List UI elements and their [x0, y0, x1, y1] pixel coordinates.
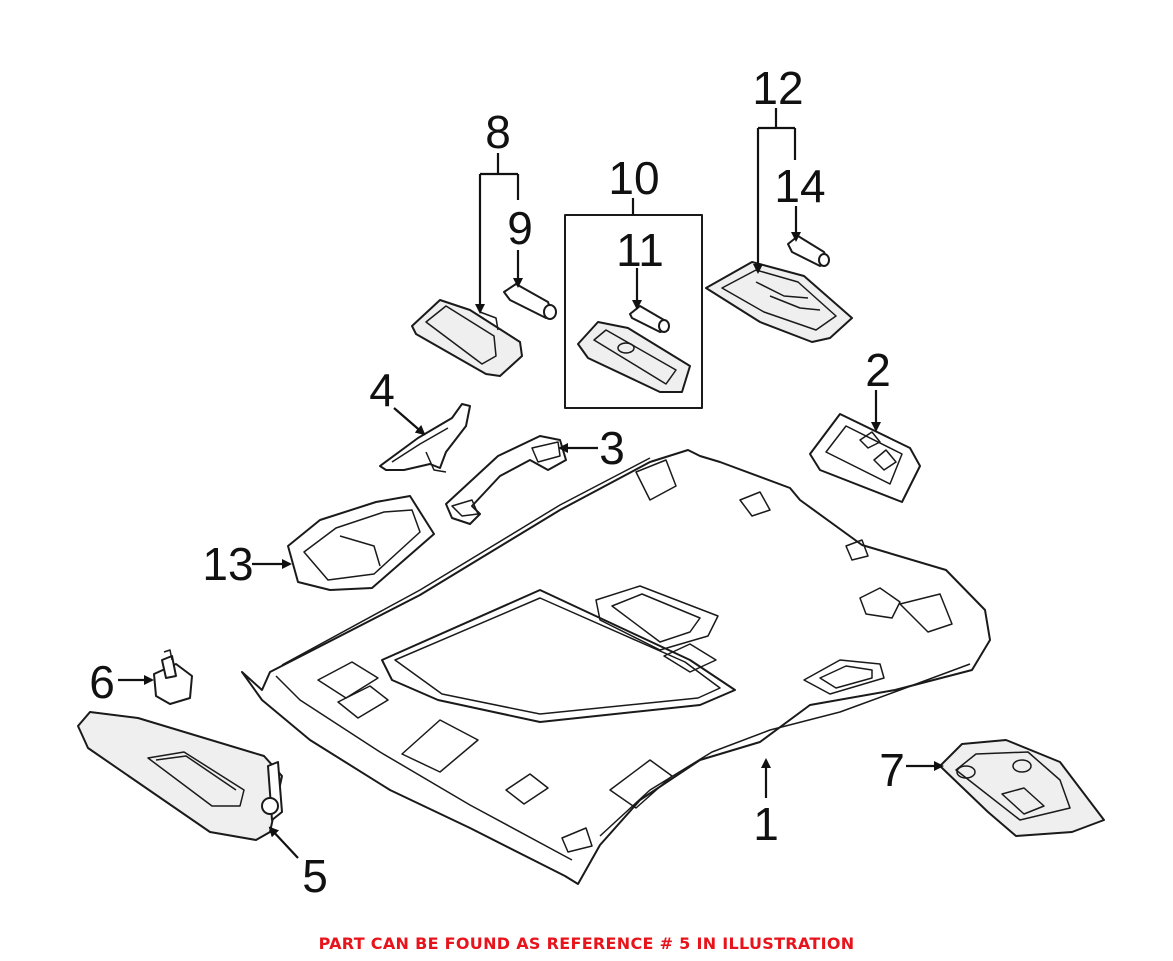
callout-13: 13 [202, 538, 253, 590]
callout-7: 7 [879, 744, 905, 796]
callout-4: 4 [369, 364, 395, 416]
callout-11: 11 [616, 224, 664, 276]
clip-part-6 [153, 649, 193, 705]
callout-5: 5 [302, 850, 328, 902]
sun-visor-part-5 [77, 711, 283, 841]
lamp-housing-part-8 [411, 299, 523, 377]
callout-8: 8 [485, 106, 511, 158]
callout-6: 6 [89, 656, 115, 708]
callout-1: 1 [753, 798, 779, 850]
bracket-part-2 [809, 413, 921, 503]
callout-10: 10 [608, 152, 659, 204]
overhead-console-part-12 [705, 261, 853, 343]
insulation-pad-part-13 [287, 495, 435, 591]
headliner-part [241, 449, 991, 885]
reading-lamp-group-10 [564, 214, 703, 409]
bracket-part-4 [379, 403, 471, 473]
callout-9: 9 [507, 202, 533, 254]
callout-14: 14 [774, 160, 825, 212]
callout-2: 2 [865, 344, 891, 396]
callout-3: 3 [599, 422, 625, 474]
bulb-part-14 [787, 235, 830, 267]
callout-12: 12 [752, 62, 803, 114]
bulb-part-9 [503, 283, 557, 320]
reference-note: PART CAN BE FOUND AS REFERENCE # 5 IN IL… [318, 934, 855, 953]
callout-labels: 8 9 10 11 12 14 2 3 4 13 6 5 1 7 [89, 62, 905, 902]
grab-handle-part-3 [445, 435, 567, 525]
dome-console-part-7 [939, 739, 1105, 837]
leader-lines [118, 108, 944, 859]
